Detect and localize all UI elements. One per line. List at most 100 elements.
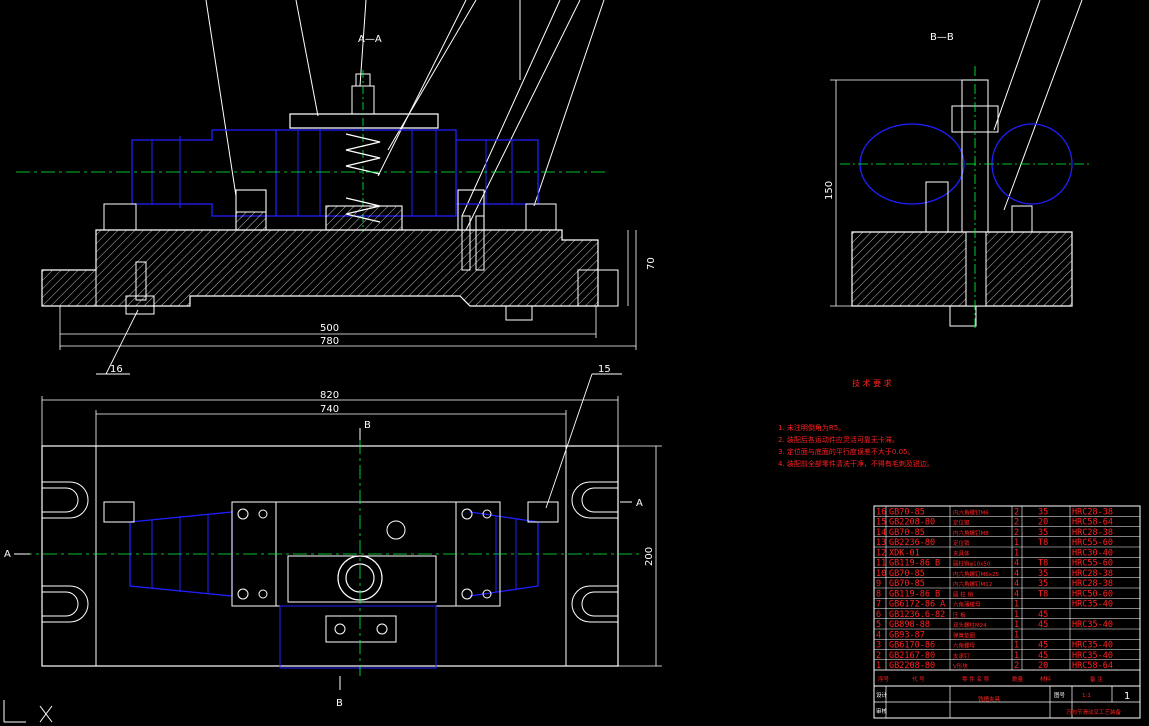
parts-cell-std: GB2236-80 [889,538,935,548]
side-key [949,305,977,327]
parts-cell-no: 2 [876,651,881,661]
top-view: B B A A 820 740 200 15 [4,364,662,709]
base-plate-section [41,229,599,307]
title-scale: 1:1 [1082,693,1091,699]
top-blank-end [279,605,437,669]
v-block-right [457,189,485,231]
parts-cell-no: 5 [876,620,881,630]
callout-16: 16 [110,364,123,375]
parts-cell-qty: 2 [1014,518,1019,528]
parts-cell-mat: 35 [1038,569,1048,579]
parts-cell-std: GB898-88 [889,620,930,630]
leader-lines-side [993,0,1083,211]
section-bb-label: B—B [930,32,954,43]
parts-cell-no: 16 [876,507,886,517]
title-block-grid [874,686,1140,718]
parts-cell-qty: 1 [1014,630,1019,640]
parts-cell-note: HRC55-60 [1072,538,1113,548]
parts-cell-mat: 45 [1038,641,1048,651]
u-slots [42,481,618,623]
section-aa-label: A—A [358,34,382,45]
parts-cell-std: GB119-86 B [889,589,940,599]
base-left-step [41,269,97,307]
screw-icon [334,623,346,635]
parts-cell-name: 夹具体 [953,549,970,557]
top-key-right [527,501,559,523]
parts-cell-no: 11 [876,559,886,569]
section-a-label-right: A [636,498,643,509]
front-section-view: 500 780 70 A—A 16 [16,0,657,375]
parts-cell-qty: 4 [1014,589,1019,599]
technical-requirements: 技 术 要 求 1. 未注明倒角为R5。 2. 装配后各运动件应灵活可靠无卡滞。… [778,378,934,468]
parts-cell-std: GB1236.6-82 [889,610,945,620]
right-stop-block [525,203,557,231]
top-clamp-plate [287,555,437,603]
parts-cell-mat: T8 [1038,538,1048,548]
title-drawing-name: 铣槽夹具 [978,695,1001,703]
tech-req-4: 4. 装配前全部零件清洗干净，不得有毛刺及锐边。 [778,459,934,468]
screw-icon [376,623,388,635]
parts-cell-mat: T8 [1038,589,1048,599]
title-check-label: 审核 [876,707,888,715]
parts-cell-no: 8 [876,589,881,599]
tech-req-1: 1. 未注明倒角为R5。 [778,423,845,432]
parts-cell-no: 4 [876,630,881,640]
parts-cell-note: HRC35-40 [1072,651,1113,661]
parts-cell-no: 14 [876,528,886,538]
ucs-icon [3,700,53,723]
parts-cell-note: HRC35-40 [1072,641,1113,651]
left-stop-block [103,203,137,231]
callout-15: 15 [598,364,611,375]
parts-cell-no: 7 [876,600,881,610]
parts-cell-name: 弹簧垫圈 [953,631,976,639]
dim-70: 70 [646,257,657,270]
header-mat: 材料 [1040,675,1052,683]
parts-cell-qty: 1 [1014,610,1019,620]
parts-cell-name: 内六角螺钉M6x25 [953,570,999,578]
parts-cell-std: GB70-85 [889,507,925,517]
side-dimensions [830,79,962,307]
parts-cell-name: 定位键 [953,519,970,527]
parts-cell-no: 3 [876,641,881,651]
side-stud-slot [965,231,987,307]
parts-cell-std: GB70-85 [889,569,925,579]
parts-cell-mat: T8 [1038,559,1048,569]
clamp-plate [289,113,439,129]
parts-cell-name: 内六角螺钉M8 [953,529,989,537]
parts-cell-note: HRC58-64 [1072,661,1113,671]
section-a-label-left: A [4,549,11,560]
support-block-section [325,205,403,231]
leader-lines-front [205,0,605,231]
section-b-label-top: B [364,420,371,431]
header-note: 备 注 [1090,675,1103,683]
parts-cell-qty: 1 [1014,548,1019,558]
parts-cell-qty: 1 [1014,600,1019,610]
top-screws [237,508,492,600]
top-base-inner [95,445,567,667]
top-dimensions [41,396,662,667]
header-qty: 数量 [1012,675,1024,683]
top-key-left [103,501,135,523]
key-left [125,295,155,315]
parts-cell-qty: 2 [1014,661,1019,671]
parts-cell-qty: 2 [1014,507,1019,517]
parts-cell-std: GB119-86 B [889,559,940,569]
parts-cell-std: GB70-85 [889,528,925,538]
pin-left [135,261,147,301]
parts-cell-mat: 45 [1038,610,1048,620]
parts-cell-note: HRC55-60 [1072,559,1113,569]
parts-cell-no: 9 [876,579,881,589]
pin-right-2 [475,215,485,271]
parts-cell-note: HRC35-40 [1072,620,1113,630]
tech-req-title: 技 术 要 求 [852,378,892,388]
parts-cell-name: 压 板 [953,611,966,619]
parts-cell-mat: 35 [1038,507,1048,517]
parts-cell-no: 10 [876,569,886,579]
parts-cell-no: 13 [876,538,886,548]
parts-cell-std: GB2208-80 [889,518,935,528]
parts-cell-qty: 1 [1014,641,1019,651]
v-block-left-section [235,211,267,231]
side-section-view: B—B 150 [824,0,1090,330]
parts-cell-no: 6 [876,610,881,620]
